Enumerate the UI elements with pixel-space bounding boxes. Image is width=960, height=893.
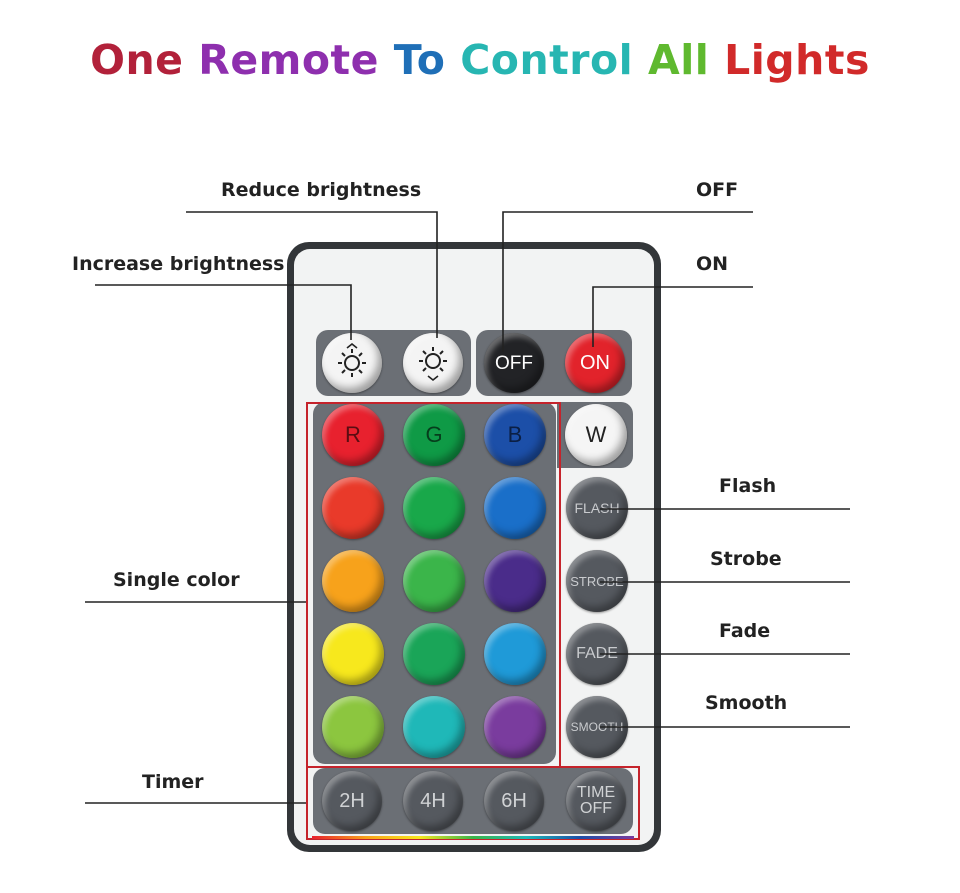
color-button[interactable]: [484, 550, 546, 612]
flash-button-label: FLASH: [574, 500, 620, 516]
timer-frame: [306, 766, 640, 840]
sun-up-icon: [338, 343, 366, 377]
on-button[interactable]: ON: [565, 333, 625, 393]
on-callout: ON: [696, 253, 729, 275]
title-word-2: Remote: [198, 36, 379, 84]
title-word-4: Control: [460, 36, 634, 84]
timer-2h-label: 2H: [339, 790, 365, 812]
color-button[interactable]: [484, 477, 546, 539]
color-button[interactable]: [403, 623, 465, 685]
color-button[interactable]: [403, 550, 465, 612]
color-button[interactable]: [484, 623, 546, 685]
color-button[interactable]: [484, 696, 546, 758]
time-off-label-line1: TIME: [576, 784, 616, 801]
flash-button[interactable]: FLASH: [566, 477, 628, 539]
strobe-button-label: STROBE: [570, 573, 624, 589]
title-word-5: All: [648, 36, 710, 84]
sun-down-icon: [419, 347, 447, 382]
timer-6h-label: 6H: [501, 790, 527, 812]
off-button-label: OFF: [495, 352, 533, 374]
color-button[interactable]: [403, 477, 465, 539]
g-label: G: [425, 422, 443, 447]
timer-4h-label: 4H: [420, 790, 446, 812]
color-button[interactable]: [322, 550, 384, 612]
reduce-brightness-callout: Reduce brightness: [221, 179, 422, 201]
timer-6h-button[interactable]: 6H: [484, 771, 544, 831]
smooth-button-label: SMOOTH: [570, 720, 624, 734]
strobe-callout: Strobe: [710, 548, 782, 570]
timer-callout: Timer: [142, 771, 204, 793]
fade-callout: Fade: [719, 620, 771, 642]
off-button[interactable]: OFF: [484, 333, 544, 393]
color-button[interactable]: [322, 623, 384, 685]
b-label: B: [507, 422, 523, 447]
page-title: One Remote To Control All Lights: [0, 36, 960, 84]
color-button[interactable]: [403, 696, 465, 758]
color-button-red[interactable]: R: [322, 404, 384, 466]
title-word-6: Lights: [724, 36, 870, 84]
single-color-callout: Single color: [113, 569, 240, 591]
time-off-button[interactable]: TIME OFF: [566, 771, 626, 831]
off-callout: OFF: [696, 179, 739, 201]
on-button-label: ON: [580, 352, 610, 374]
timer-2h-button[interactable]: 2H: [322, 771, 382, 831]
reduce-brightness-button[interactable]: [403, 333, 463, 393]
color-button[interactable]: [322, 477, 384, 539]
increase-brightness-callout: Increase brightness: [72, 253, 285, 275]
timer-4h-button[interactable]: 4H: [403, 771, 463, 831]
flash-callout: Flash: [719, 475, 777, 497]
increase-brightness-button[interactable]: [322, 333, 382, 393]
strobe-button[interactable]: STROBE: [566, 550, 628, 612]
time-off-label-line2: OFF: [580, 800, 612, 817]
color-button[interactable]: [322, 696, 384, 758]
title-word-3: To: [393, 36, 446, 84]
white-button[interactable]: W: [565, 404, 627, 466]
remote-bottom-strip: [312, 836, 634, 839]
title-word-1: One: [90, 36, 184, 84]
r-label: R: [345, 422, 361, 447]
w-label: W: [585, 422, 607, 447]
fade-button-label: FADE: [576, 645, 618, 662]
color-button-blue[interactable]: B: [484, 404, 546, 466]
smooth-callout: Smooth: [705, 692, 788, 714]
color-button-green[interactable]: G: [403, 404, 465, 466]
